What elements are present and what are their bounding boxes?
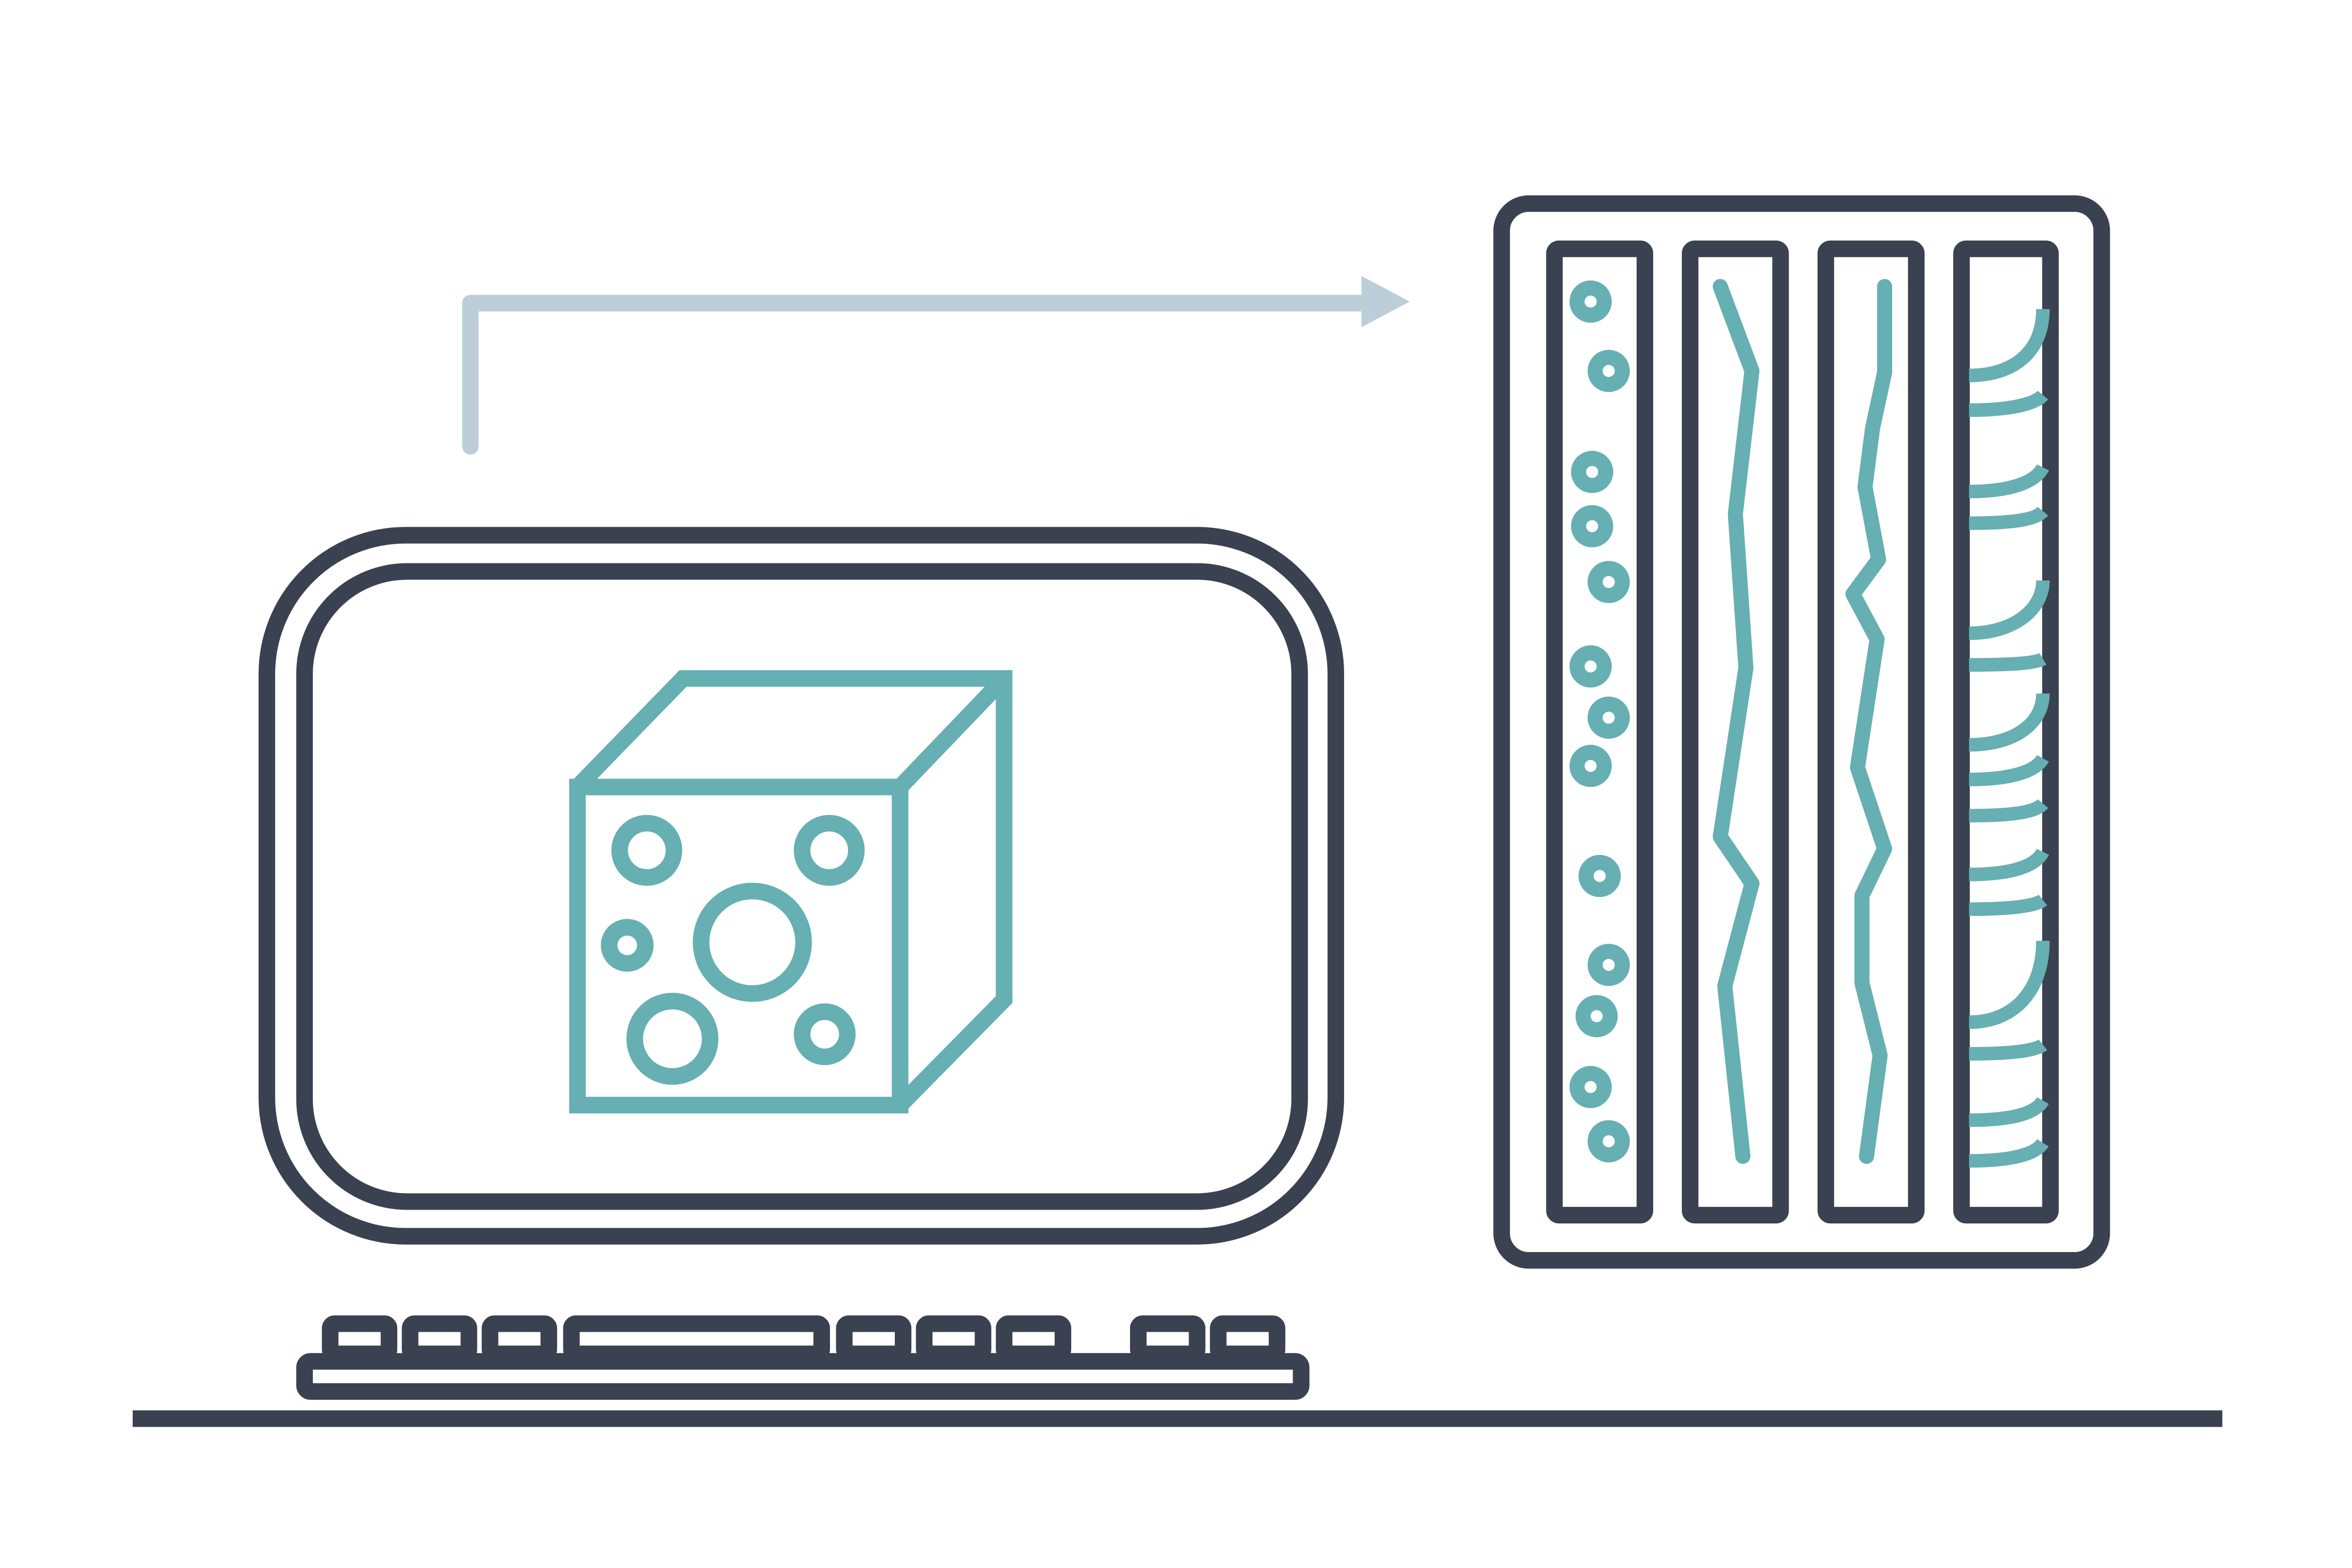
keyboard-key [482, 1315, 558, 1363]
rack-slot-dots [1569, 280, 1630, 1163]
cube-hole [793, 1003, 856, 1065]
cube-hole [626, 992, 719, 1085]
cube-hole [692, 882, 812, 1002]
rack-slot [1817, 241, 1925, 1224]
rack-slot-zigzag [1713, 279, 1760, 1164]
keyboard-key [996, 1315, 1072, 1363]
rack-slot [1546, 241, 1654, 1224]
rack-slot [1953, 241, 2059, 1224]
rack-slot-zigzag [1845, 279, 1893, 1164]
cube-hole [601, 919, 654, 972]
keyboard-key [916, 1315, 991, 1363]
keyboard-spacebar [563, 1315, 830, 1363]
keyboard-key [401, 1315, 477, 1363]
keyboard-key [1210, 1315, 1286, 1363]
cube-icon [569, 670, 1013, 1113]
keyboard-icon [296, 1315, 1310, 1400]
arrow-right-icon [462, 276, 1410, 455]
keyboard-key [322, 1315, 398, 1363]
server-rack-icon [1493, 195, 2110, 1269]
monitor-icon [258, 527, 1345, 1245]
cube-hole [793, 815, 865, 886]
cube-hole [611, 815, 682, 886]
rack-slot [1682, 241, 1789, 1224]
keyboard-key [1130, 1315, 1205, 1363]
rack-slot-arcs [1969, 309, 2050, 1168]
keyboard-key [836, 1315, 912, 1363]
